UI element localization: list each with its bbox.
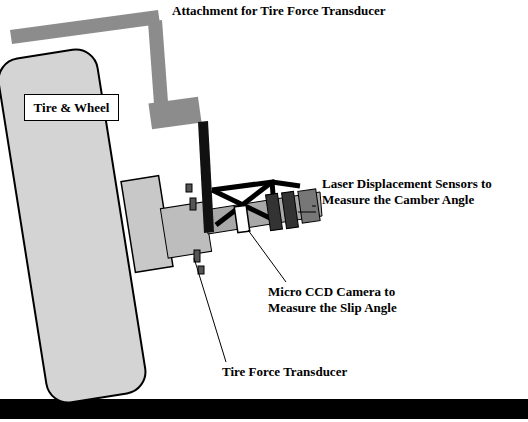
callout-label: Tire Force Transducer [222,364,422,380]
laser-sensors [266,189,321,231]
callout-label: Attachment for Tire Force Transducer [172,3,472,19]
attachment-post [148,20,168,104]
attachment-block [148,97,201,130]
ccd-camera [234,205,250,232]
attachment-bar [10,10,160,44]
support-bar [198,121,214,233]
tire [0,46,149,405]
truss-frame [212,182,300,230]
part-name: Tire & Wheel [34,100,110,116]
callout-label: Micro CCD Camera to Measure the Slip Ang… [268,284,438,315]
callout-label: Laser Displacement Sensors to Measure th… [322,176,497,207]
leader-lines [194,196,318,362]
part-box: Tire & Wheel [24,94,119,121]
